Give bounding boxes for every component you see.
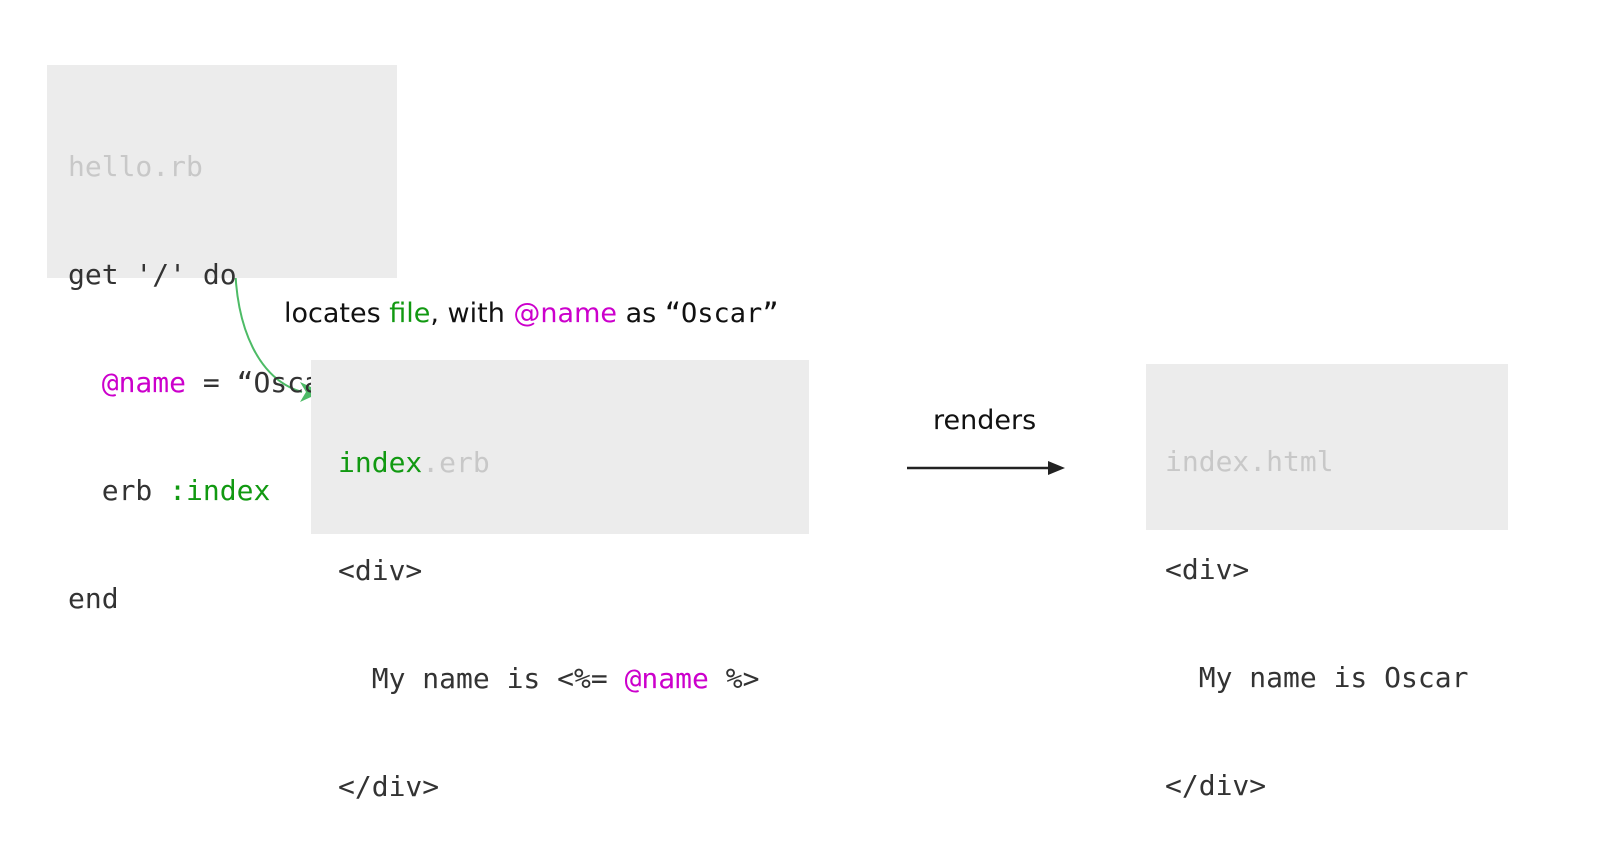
hello-rb-line-1: get '/' do — [68, 258, 237, 291]
hello-rb-code-box: hello.rb get '/' do @name = “Oscar” erb … — [47, 65, 397, 615]
index-erb-code-box: index.erb <div> My name is <%= @name %> … — [311, 360, 809, 803]
caption-name-variable: @name — [513, 298, 617, 329]
erb-filename-ext: .erb — [422, 446, 490, 479]
indent — [68, 366, 102, 399]
erb-name-variable: @name — [624, 662, 709, 695]
index-erb-filename: index.erb — [338, 445, 809, 481]
hello-rb-filename: hello.rb — [68, 150, 203, 183]
index-symbol: :index — [169, 474, 271, 507]
index-erb-line-1: <div> — [338, 554, 423, 587]
caption-file-word: file — [389, 298, 431, 329]
erb-text-before: My name is <%= — [338, 662, 625, 695]
index-erb-line-2: My name is <%= @name %> — [338, 661, 809, 697]
index-html-line-3: </div> — [1165, 769, 1267, 802]
caption-as: as — [617, 298, 665, 329]
erb-filename-base: index — [338, 446, 423, 479]
renders-caption: renders — [933, 405, 1037, 436]
erb-text-after: %> — [708, 662, 760, 695]
index-html-code-box: index.html <div> My name is Oscar </div> — [1146, 364, 1508, 802]
index-erb-line-3: </div> — [338, 770, 440, 803]
locate-caption: locates file, with @name as “Oscar” — [284, 298, 779, 329]
erb-call: erb — [68, 474, 170, 507]
name-variable: @name — [101, 366, 187, 399]
index-html-line-1: <div> — [1165, 553, 1250, 586]
caption-oscar-value: “Oscar” — [664, 298, 779, 329]
locate-curve-connector — [234, 257, 303, 393]
index-html-line-2: My name is Oscar — [1165, 661, 1469, 694]
caption-locates: locates — [284, 298, 390, 329]
hello-rb-line-3: erb :index — [68, 473, 397, 509]
render-arrowhead — [1048, 461, 1065, 475]
caption-with: , with — [430, 298, 514, 329]
index-html-filename: index.html — [1165, 445, 1334, 478]
